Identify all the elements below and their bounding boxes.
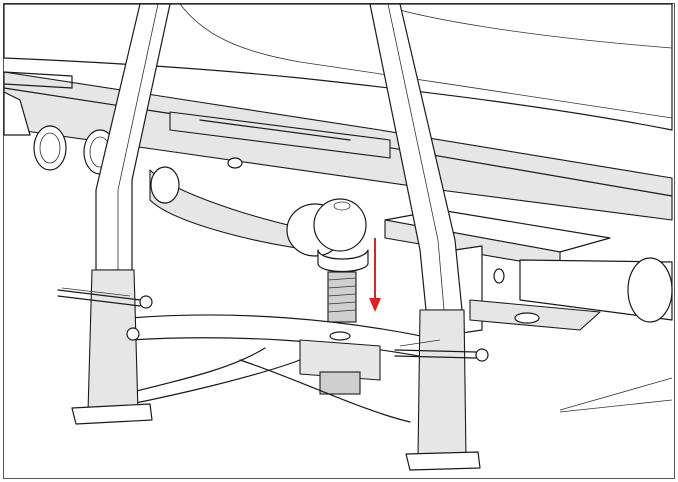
support-stand-left bbox=[57, 3, 171, 425]
tow-ball-icon bbox=[313, 198, 367, 252]
trailer-frame-beam bbox=[3, 71, 673, 221]
ground-line bbox=[559, 377, 673, 411]
lock-pin-icon bbox=[57, 287, 153, 309]
threaded-shank bbox=[327, 271, 357, 323]
tow-ball-assembly bbox=[286, 198, 369, 323]
trailer-body bbox=[3, 3, 673, 131]
lock-pin-icon bbox=[394, 339, 489, 362]
frame-hole-icon bbox=[227, 157, 243, 169]
support-stand-right bbox=[369, 3, 489, 471]
nut-icon bbox=[319, 371, 361, 395]
tube-end-icon bbox=[33, 125, 67, 171]
insert-arrow-icon bbox=[369, 238, 381, 312]
receiver-hole-icon bbox=[514, 312, 540, 324]
